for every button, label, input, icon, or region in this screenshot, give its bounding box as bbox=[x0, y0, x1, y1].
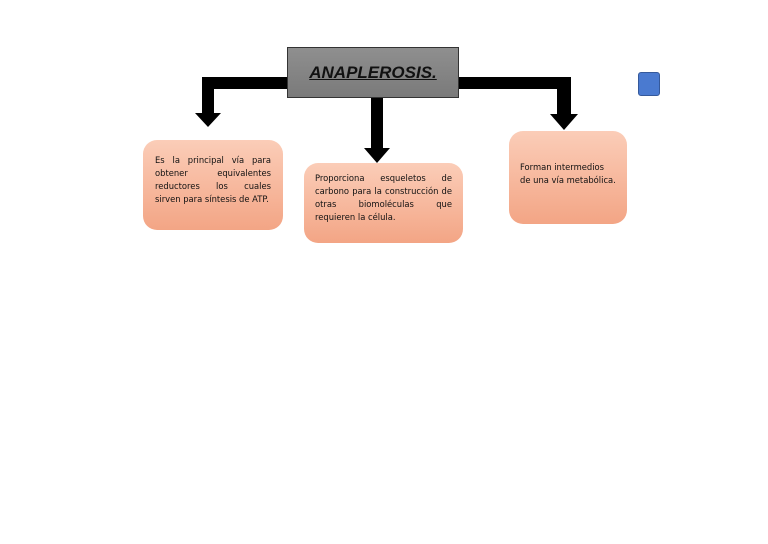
card-left: Es la principal vía para obtener equival… bbox=[143, 140, 283, 230]
blue-square-shape bbox=[638, 72, 660, 96]
card-middle-text: Proporciona esqueletos de carbono para l… bbox=[315, 173, 452, 222]
card-right-text: Forman intermedios de una vía metabólica… bbox=[520, 162, 616, 185]
arrow-to-middle-card bbox=[364, 98, 390, 163]
arrow-to-left-card bbox=[195, 77, 287, 127]
title-box: ANAPLEROSIS. bbox=[287, 47, 459, 98]
arrow-to-right-card bbox=[459, 77, 578, 130]
card-middle: Proporciona esqueletos de carbono para l… bbox=[304, 163, 463, 243]
card-left-text: Es la principal vía para obtener equival… bbox=[155, 155, 271, 204]
card-right: Forman intermedios de una vía metabólica… bbox=[509, 131, 627, 224]
diagram-title: ANAPLEROSIS. bbox=[309, 62, 437, 82]
